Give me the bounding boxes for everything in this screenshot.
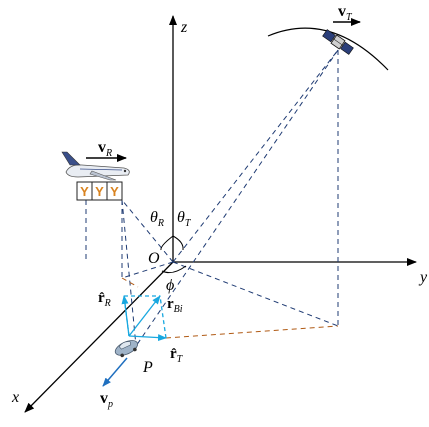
- theta-t-label: θT: [177, 209, 192, 229]
- v-p-arrow: [102, 357, 128, 387]
- aircraft-icon: [61, 151, 130, 181]
- r-hat-t-label: r̂T: [170, 346, 184, 365]
- target-label: P: [142, 359, 153, 376]
- theta-r-arc: [160, 235, 174, 251]
- v-p-label: vp: [100, 390, 113, 410]
- r-hat-t-arrow: [128, 334, 167, 342]
- v-t-label: vT: [338, 3, 353, 23]
- y-axis-label: y: [418, 269, 428, 286]
- phi-label: ϕ: [166, 277, 174, 294]
- antenna-element-1: Y: [80, 184, 89, 199]
- v-r-label: vR: [98, 139, 112, 159]
- phi-arc: [161, 265, 187, 274]
- car-icon: [114, 340, 138, 358]
- r-hat-r-arrow: [121, 295, 130, 337]
- antenna-array: Y Y Y: [76, 181, 123, 201]
- satellite-icon: [322, 29, 354, 55]
- dashed-projection-lines: [85, 49, 339, 347]
- antenna-element-2: Y: [95, 184, 104, 199]
- unit-vector-parallelogram: [121, 295, 167, 342]
- antenna-element-3: Y: [110, 184, 119, 199]
- x-axis: [24, 261, 174, 413]
- theta-r-label: θR: [150, 209, 164, 229]
- r-bi-arrow: [128, 295, 161, 337]
- origin-label: O: [148, 250, 160, 267]
- z-axis-label: z: [180, 19, 188, 36]
- r-hat-r-label: r̂R: [98, 290, 111, 309]
- x-axis-label: x: [11, 389, 19, 406]
- theta-t-arc: [172, 235, 184, 251]
- ground-projection-lines: [121, 277, 339, 339]
- r-bi-label: rBi: [167, 296, 183, 315]
